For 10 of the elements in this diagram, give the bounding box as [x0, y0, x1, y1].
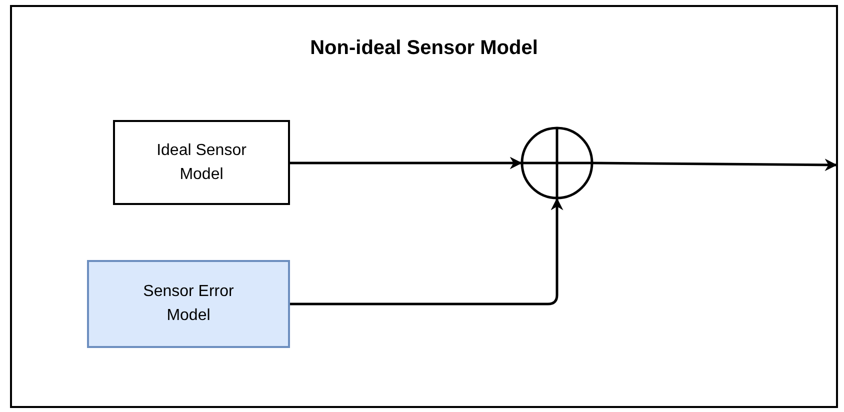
process-box	[113, 120, 290, 205]
box-label: Sensor Error Model	[142, 282, 235, 326]
process-box	[87, 260, 290, 348]
frame-label: Non-ideal Sensor Model	[310, 37, 538, 59]
box-label: Ideal Sensor Model	[156, 140, 248, 184]
arrow	[290, 198, 564, 306]
summing-junction	[521, 127, 593, 199]
arrow	[593, 158, 838, 172]
outer-frame	[10, 5, 838, 408]
arrow	[290, 156, 522, 170]
